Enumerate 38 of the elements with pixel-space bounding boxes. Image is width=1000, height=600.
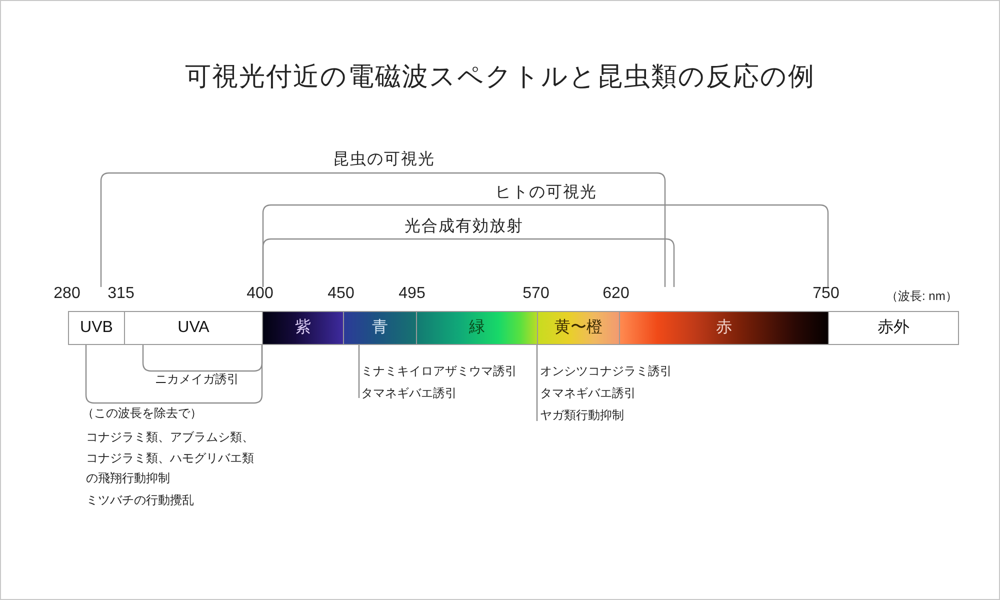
wavelength-tick-label: 450 bbox=[328, 284, 354, 304]
segment-label: 緑 bbox=[469, 319, 485, 337]
segment-label: 青 bbox=[372, 319, 388, 337]
spectrum-segment bbox=[68, 311, 125, 345]
spectrum-segment bbox=[343, 311, 417, 345]
wavelength-tick-label: 570 bbox=[522, 284, 550, 304]
insect-response-note: ミツバチの行動攪乱 bbox=[86, 494, 194, 508]
unit-label: （波長: nm） bbox=[886, 290, 958, 304]
spectrum-segment bbox=[124, 311, 263, 345]
wavelength-tick-label: 495 bbox=[398, 284, 426, 304]
spectrum-segment bbox=[262, 311, 344, 345]
insect-response-note: タマネギバエ誘引 bbox=[361, 387, 457, 401]
insect-response-note: タマネギバエ誘引 bbox=[540, 387, 636, 401]
segment-label: 黄〜橙 bbox=[554, 319, 602, 337]
wavelength-tick-label: 280 bbox=[54, 284, 80, 304]
spectrum-segment bbox=[619, 311, 829, 345]
insect-response-note: ニカメイガ誘引 bbox=[155, 373, 239, 387]
insect-response-note: コナジラミ類、アブラムシ類、コナジラミ類、ハモグリバエ類の飛翔行動抑制 bbox=[86, 429, 255, 487]
segment-label: 赤外 bbox=[878, 319, 910, 337]
insect-response-note: オンシツコナジラミ誘引 bbox=[540, 365, 672, 379]
wavelength-tick-label: 315 bbox=[108, 284, 134, 304]
diagram-title: 可視光付近の電磁波スペクトルと昆虫類の反応の例 bbox=[185, 62, 815, 92]
range-label: 光合成有効放射 bbox=[404, 218, 524, 236]
spectrum-segment bbox=[828, 311, 959, 345]
range-label: ヒトの可視光 bbox=[495, 184, 597, 202]
spectrum-segment bbox=[537, 311, 620, 345]
wavelength-tick-label: 750 bbox=[812, 284, 840, 304]
segment-label: UVA bbox=[178, 319, 210, 337]
segment-label: UVB bbox=[80, 319, 113, 337]
insect-response-note: ミナミキイロアザミウマ誘引 bbox=[361, 365, 517, 379]
wavelength-tick-label: 400 bbox=[246, 284, 274, 304]
wavelength-tick-label: 620 bbox=[602, 284, 630, 304]
segment-label: 赤 bbox=[716, 319, 732, 337]
spectrum-segment bbox=[416, 311, 538, 345]
insect-response-note: ヤガ類行動抑制 bbox=[540, 409, 624, 423]
segment-label: 紫 bbox=[295, 319, 311, 337]
range-label: 昆虫の可視光 bbox=[333, 150, 435, 170]
insect-response-note: （この波長を除去で） bbox=[82, 407, 202, 421]
